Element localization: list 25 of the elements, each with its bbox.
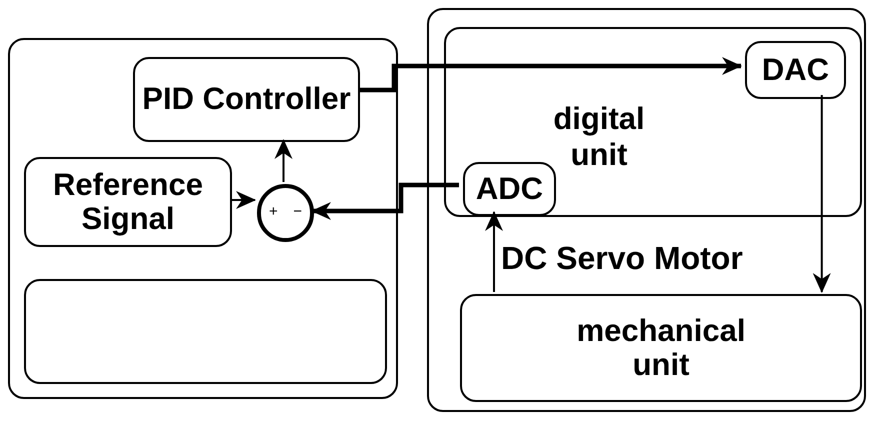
arrow <box>485 211 503 292</box>
converter-box <box>745 41 846 99</box>
converter-box <box>463 162 556 216</box>
arrow <box>230 191 256 209</box>
motor-panel <box>427 8 866 412</box>
arrow <box>812 95 831 293</box>
sign-label: + <box>269 204 278 219</box>
node-label: mechanical unit <box>576 314 746 382</box>
node-label: DAC <box>762 50 830 89</box>
arrow <box>358 57 742 92</box>
node-label: ADC <box>476 170 544 208</box>
arrow <box>274 139 292 182</box>
controller-box <box>133 57 360 142</box>
sign-label: − <box>293 204 302 219</box>
arrow <box>311 182 459 220</box>
panel-title: DC Servo Motor <box>501 239 743 278</box>
unit-box <box>444 27 862 217</box>
unit-box <box>460 294 862 402</box>
node-label: PID Controller <box>142 82 351 117</box>
signal-box <box>24 157 232 247</box>
node-label: digital unit <box>553 101 645 172</box>
panel-box <box>8 38 398 399</box>
summing-junction <box>257 184 314 242</box>
software-box <box>24 279 387 384</box>
node-label: Reference Signal <box>52 168 204 236</box>
